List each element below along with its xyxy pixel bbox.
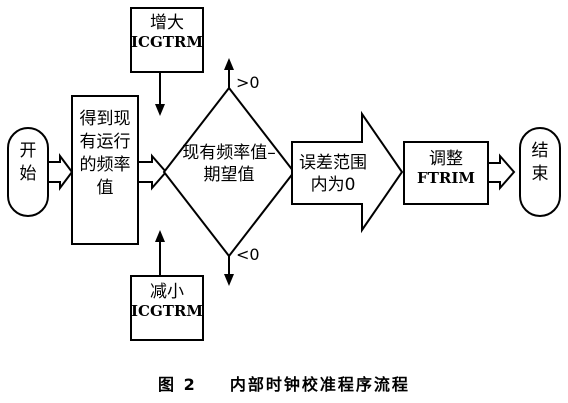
adjust-line2: FTRIM [417, 168, 475, 187]
adjust-line1: 调整 [429, 149, 463, 169]
start-text: 开始 [19, 141, 37, 184]
end-terminal [519, 127, 561, 217]
error-range-arrow [291, 110, 404, 234]
adjust-label: 调整 FTRIM [404, 149, 488, 187]
decrease-line1: 减小 [150, 282, 184, 302]
gt-zero-label: >0 [236, 73, 260, 92]
arrowhead-up [224, 58, 234, 70]
increase-line2: ICGTRM [131, 32, 203, 51]
arrow-getfreq-to-decision [137, 153, 168, 191]
figure-caption: 图 2 内部时钟校准程序流程 [0, 371, 568, 395]
lt-zero-label: <0 [236, 245, 260, 264]
decrease-label: 减小 ICGTRM [131, 282, 203, 320]
increase-label: 增大 ICGTRM [131, 13, 203, 51]
get-freq-box [71, 95, 139, 245]
arrowhead-increase-down [155, 104, 165, 116]
arrowhead-decrease-up [155, 230, 165, 242]
arrow-adjust-to-end [487, 153, 516, 191]
figure-title: 内部时钟校准程序流程 [229, 375, 410, 394]
increase-box [130, 7, 204, 73]
arrowhead-down [224, 274, 234, 286]
end-text: 结束 [531, 141, 549, 184]
decrease-line2: ICGTRM [131, 301, 203, 320]
decision-label: 现有频率值–期望值 [182, 143, 276, 186]
start-label: 开始 [8, 140, 48, 186]
end-label: 结束 [520, 140, 560, 186]
figure-number: 图 2 [158, 375, 197, 394]
error-range-label: 误差范围内为0 [299, 153, 367, 196]
increase-line1: 增大 [150, 13, 184, 33]
decrease-box [130, 275, 204, 341]
get-freq-label: 得到现有运行的频率值 [79, 109, 131, 198]
arrow-start-to-getfreq [47, 153, 74, 191]
